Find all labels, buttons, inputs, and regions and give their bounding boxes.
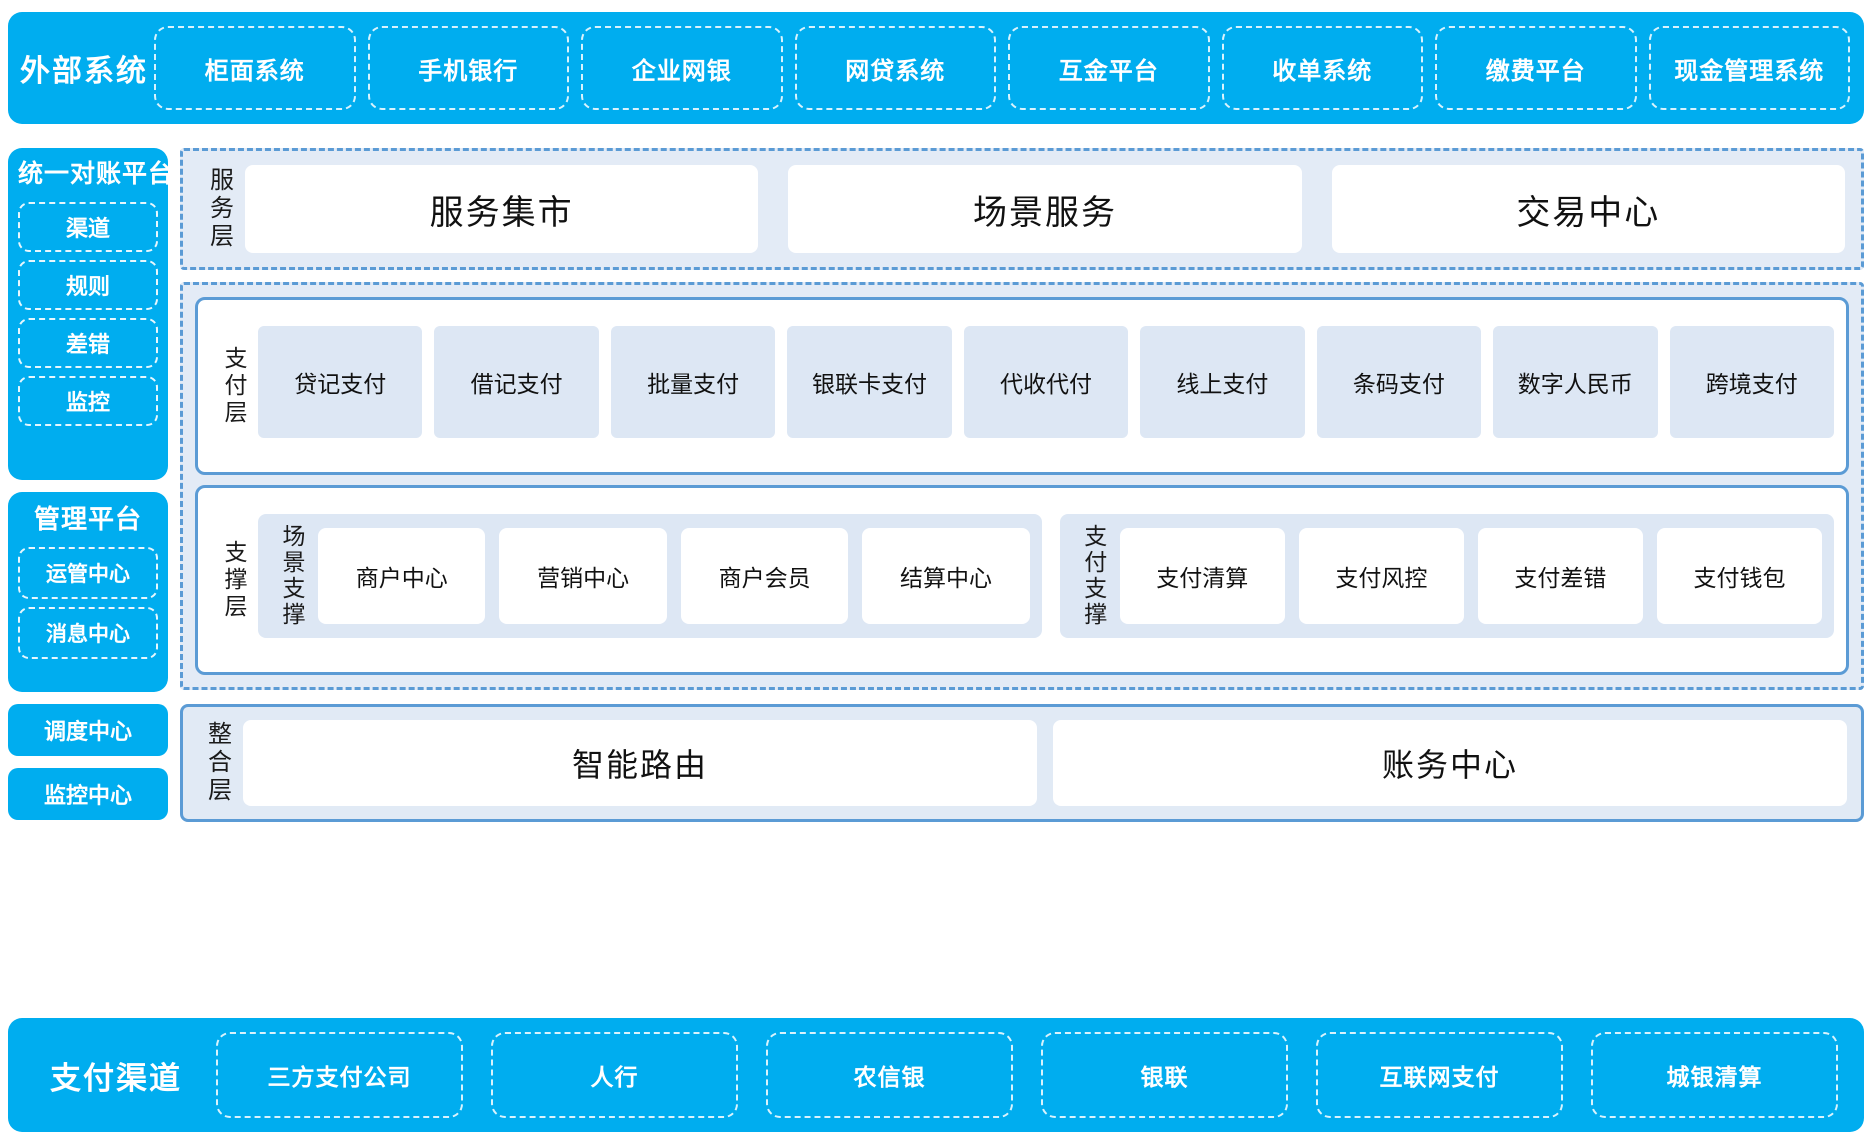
monitor-center-box[interactable]: 监控中心 bbox=[8, 768, 168, 820]
payment-item-unionpay-card[interactable]: 银联卡支付 bbox=[787, 326, 951, 438]
payment-item-online[interactable]: 线上支付 bbox=[1140, 326, 1304, 438]
external-systems-title: 外部系统 bbox=[14, 46, 154, 90]
integration-layer-label: 整合层 bbox=[191, 717, 243, 809]
support-card-merchant-center[interactable]: 商户中心 bbox=[318, 528, 485, 624]
payment-channel-chip[interactable]: 银联 bbox=[1041, 1032, 1288, 1118]
external-system-chip[interactable]: 手机银行 bbox=[368, 26, 570, 110]
dispatch-center-box[interactable]: 调度中心 bbox=[8, 704, 168, 756]
support-card-marketing-center[interactable]: 营销中心 bbox=[499, 528, 666, 624]
support-group-scenario-label: 场景支撑 bbox=[268, 524, 316, 628]
external-system-chip[interactable]: 缴费平台 bbox=[1435, 26, 1637, 110]
external-system-chip[interactable]: 互金平台 bbox=[1008, 26, 1210, 110]
sidebar-item-error[interactable]: 差错 bbox=[18, 318, 158, 368]
support-group-payment: 支付支撑 支付清算 支付风控 支付差错 支付钱包 bbox=[1060, 514, 1834, 638]
support-card-payment-wallet[interactable]: 支付钱包 bbox=[1657, 528, 1822, 624]
service-layer-label: 服务层 bbox=[193, 161, 245, 257]
support-card-payment-riskcontrol[interactable]: 支付风控 bbox=[1299, 528, 1464, 624]
service-card-marketplace[interactable]: 服务集市 bbox=[245, 165, 758, 253]
payment-channels-bar: 支付渠道 三方支付公司 人行 农信银 银联 互联网支付 城银清算 bbox=[8, 1018, 1864, 1132]
external-systems-items: 柜面系统 手机银行 企业网银 网贷系统 互金平台 收单系统 缴费平台 现金管理系… bbox=[154, 12, 1864, 124]
sidebar-item-rule[interactable]: 规则 bbox=[18, 260, 158, 310]
external-system-chip[interactable]: 企业网银 bbox=[581, 26, 783, 110]
payment-item-batch[interactable]: 批量支付 bbox=[611, 326, 775, 438]
integration-card-smart-routing[interactable]: 智能路由 bbox=[243, 720, 1037, 806]
integration-layer-cards: 智能路由 账务中心 bbox=[243, 717, 1847, 809]
payment-item-barcode[interactable]: 条码支付 bbox=[1317, 326, 1481, 438]
support-group-scenario: 场景支撑 商户中心 营销中心 商户会员 结算中心 bbox=[258, 514, 1042, 638]
payment-channel-chip[interactable]: 城银清算 bbox=[1591, 1032, 1838, 1118]
payment-item-debit[interactable]: 借记支付 bbox=[434, 326, 598, 438]
external-system-chip[interactable]: 收单系统 bbox=[1222, 26, 1424, 110]
support-layer-label: 支撑层 bbox=[210, 500, 258, 660]
payment-channels-items: 三方支付公司 人行 农信银 银联 互联网支付 城银清算 bbox=[216, 1018, 1864, 1132]
support-group-payment-cards: 支付清算 支付风控 支付差错 支付钱包 bbox=[1118, 524, 1824, 628]
payment-item-credit[interactable]: 贷记支付 bbox=[258, 326, 422, 438]
support-card-settlement-center[interactable]: 结算中心 bbox=[862, 528, 1029, 624]
service-layer-zone: 服务层 服务集市 场景服务 交易中心 bbox=[180, 148, 1864, 270]
support-group-scenario-cards: 商户中心 营销中心 商户会员 结算中心 bbox=[316, 524, 1032, 628]
payment-item-digital-rmb[interactable]: 数字人民币 bbox=[1493, 326, 1657, 438]
management-platform-title: 管理平台 bbox=[18, 500, 158, 539]
support-card-payment-error[interactable]: 支付差错 bbox=[1478, 528, 1643, 624]
external-systems-bar: 外部系统 柜面系统 手机银行 企业网银 网贷系统 互金平台 收单系统 缴费平台 … bbox=[8, 12, 1864, 124]
payment-layer-panel: 支付层 贷记支付 借记支付 批量支付 银联卡支付 代收代付 线上支付 条码支付 … bbox=[195, 297, 1849, 475]
payment-channel-chip[interactable]: 人行 bbox=[491, 1032, 738, 1118]
core-platform-zone: 支付层 贷记支付 借记支付 批量支付 银联卡支付 代收代付 线上支付 条码支付 … bbox=[180, 282, 1864, 690]
sidebar-item-operations-center[interactable]: 运管中心 bbox=[18, 547, 158, 599]
integration-card-accounting-center[interactable]: 账务中心 bbox=[1053, 720, 1847, 806]
payment-channel-chip[interactable]: 互联网支付 bbox=[1316, 1032, 1563, 1118]
external-system-chip[interactable]: 柜面系统 bbox=[154, 26, 356, 110]
reconciliation-platform-title: 统一对账平台 bbox=[18, 156, 158, 194]
support-card-payment-clearing[interactable]: 支付清算 bbox=[1120, 528, 1285, 624]
payment-channel-chip[interactable]: 农信银 bbox=[766, 1032, 1013, 1118]
reconciliation-platform-panel: 统一对账平台 渠道 规则 差错 监控 bbox=[8, 148, 168, 480]
integration-layer-zone: 整合层 智能路由 账务中心 bbox=[180, 704, 1864, 822]
payment-layer-items: 贷记支付 借记支付 批量支付 银联卡支付 代收代付 线上支付 条码支付 数字人民… bbox=[258, 312, 1834, 460]
sidebar-item-channel[interactable]: 渠道 bbox=[18, 202, 158, 252]
service-layer-cards: 服务集市 场景服务 交易中心 bbox=[245, 161, 1845, 257]
sidebar-item-monitor[interactable]: 监控 bbox=[18, 376, 158, 426]
payment-item-cross-border[interactable]: 跨境支付 bbox=[1670, 326, 1834, 438]
support-group-payment-label: 支付支撑 bbox=[1070, 524, 1118, 628]
external-system-chip[interactable]: 网贷系统 bbox=[795, 26, 997, 110]
payment-channel-chip[interactable]: 三方支付公司 bbox=[216, 1032, 463, 1118]
support-card-merchant-member[interactable]: 商户会员 bbox=[681, 528, 848, 624]
support-layer-groups: 场景支撑 商户中心 营销中心 商户会员 结算中心 支付支撑 支付清算 支付风控 … bbox=[258, 500, 1834, 660]
payment-layer-label: 支付层 bbox=[210, 312, 258, 460]
service-card-scenario[interactable]: 场景服务 bbox=[788, 165, 1301, 253]
payment-channels-title: 支付渠道 bbox=[16, 1053, 216, 1098]
support-layer-panel: 支撑层 场景支撑 商户中心 营销中心 商户会员 结算中心 支付支撑 支付清算 bbox=[195, 485, 1849, 675]
payment-item-collection-payment[interactable]: 代收代付 bbox=[964, 326, 1128, 438]
sidebar-item-message-center[interactable]: 消息中心 bbox=[18, 607, 158, 659]
management-platform-panel: 管理平台 运管中心 消息中心 bbox=[8, 492, 168, 692]
service-card-transaction[interactable]: 交易中心 bbox=[1332, 165, 1845, 253]
external-system-chip[interactable]: 现金管理系统 bbox=[1649, 26, 1851, 110]
